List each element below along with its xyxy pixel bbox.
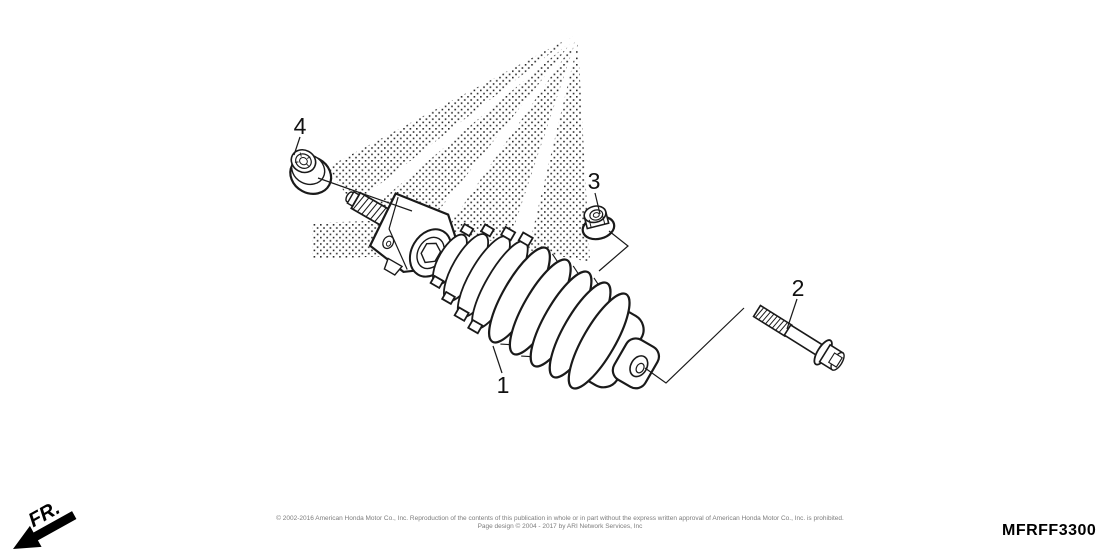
callout-4[interactable]: 4	[294, 113, 307, 139]
stipple-shading	[312, 36, 590, 262]
flange-bolt-part-2[interactable]	[750, 299, 849, 375]
shock-absorber-part-1[interactable]	[320, 147, 680, 418]
diagram-code: MFRFF3300	[1002, 522, 1097, 539]
fr-direction-arrow: FR.	[13, 497, 77, 549]
callout-2[interactable]: 2	[792, 275, 805, 301]
copyright-line-2: Page design © 2004 - 2017 by ARI Network…	[477, 523, 643, 530]
flange-nut-part-3[interactable]	[578, 203, 617, 243]
callout-1[interactable]: 1	[497, 372, 510, 398]
callout-3[interactable]: 3	[588, 168, 601, 194]
cap-nut-part-4[interactable]	[280, 146, 339, 201]
footer-copyright: © 2002-2016 American Honda Motor Co., In…	[0, 515, 1120, 531]
copyright-line-1: © 2002-2016 American Honda Motor Co., In…	[276, 515, 844, 522]
leader-lines	[293, 136, 798, 384]
